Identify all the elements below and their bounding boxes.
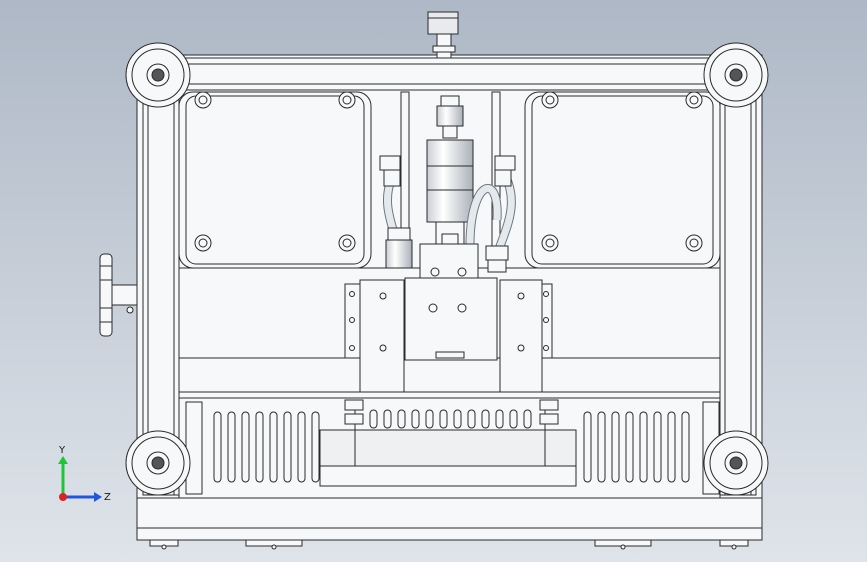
side-valve-handle: [99, 253, 138, 337]
vent-slot: [625, 411, 634, 483]
corner-caster-top-right: [703, 42, 769, 108]
top-crossbar: [159, 57, 741, 91]
housing-bottom-plate: [136, 497, 763, 529]
corner-caster-bottom-left: [125, 430, 191, 496]
right-bracket: [499, 279, 553, 393]
y-axis-label: Y: [58, 445, 66, 456]
axis-triad: Y Z: [58, 445, 111, 503]
lower-tray: [319, 429, 577, 467]
vent-slot: [611, 411, 620, 483]
vent-slot: [425, 409, 434, 429]
housing-bottom-base: [136, 527, 763, 541]
vent-slot: [597, 411, 606, 483]
vent-slot: [583, 411, 592, 483]
vent-slot: [467, 409, 476, 429]
vent-slot: [283, 411, 292, 483]
vent-slot: [269, 411, 278, 483]
feet: [149, 539, 749, 550]
vent-slot: [213, 411, 222, 483]
corner-caster-top-left: [125, 42, 191, 108]
vent-slot: [255, 411, 264, 483]
vent-slots: [213, 409, 690, 483]
vent-slot: [523, 409, 532, 429]
vent-slot: [241, 411, 250, 483]
vent-slot: [681, 411, 690, 483]
clamp-plate: [404, 277, 498, 361]
fittings: [379, 155, 516, 273]
vent-slot: [383, 409, 392, 429]
top-knob: [427, 11, 459, 59]
vent-slot: [439, 409, 448, 429]
corner-caster-bottom-right: [703, 430, 769, 496]
vent-slot: [453, 409, 462, 429]
vent-slot: [653, 411, 662, 483]
vent-slot: [639, 411, 648, 483]
vent-slot: [311, 411, 320, 483]
vent-slot: [481, 409, 490, 429]
vent-slot: [509, 409, 518, 429]
vent-slot: [667, 411, 676, 483]
manifold-block: [419, 243, 479, 279]
vent-slot: [369, 409, 378, 429]
z-axis-label: Z: [104, 492, 111, 503]
pneumatic-cylinder: [426, 95, 474, 245]
vent-slot: [411, 409, 420, 429]
lower-tray-front: [319, 465, 577, 487]
vent-slot: [397, 409, 406, 429]
vent-slot: [495, 409, 504, 429]
vent-slot: [297, 411, 306, 483]
panel-bolts: [194, 91, 703, 252]
vent-slot: [227, 411, 236, 483]
x-axis-point: [59, 493, 67, 501]
clamp-plate-holes: [428, 303, 467, 313]
left-bracket: [344, 279, 405, 393]
